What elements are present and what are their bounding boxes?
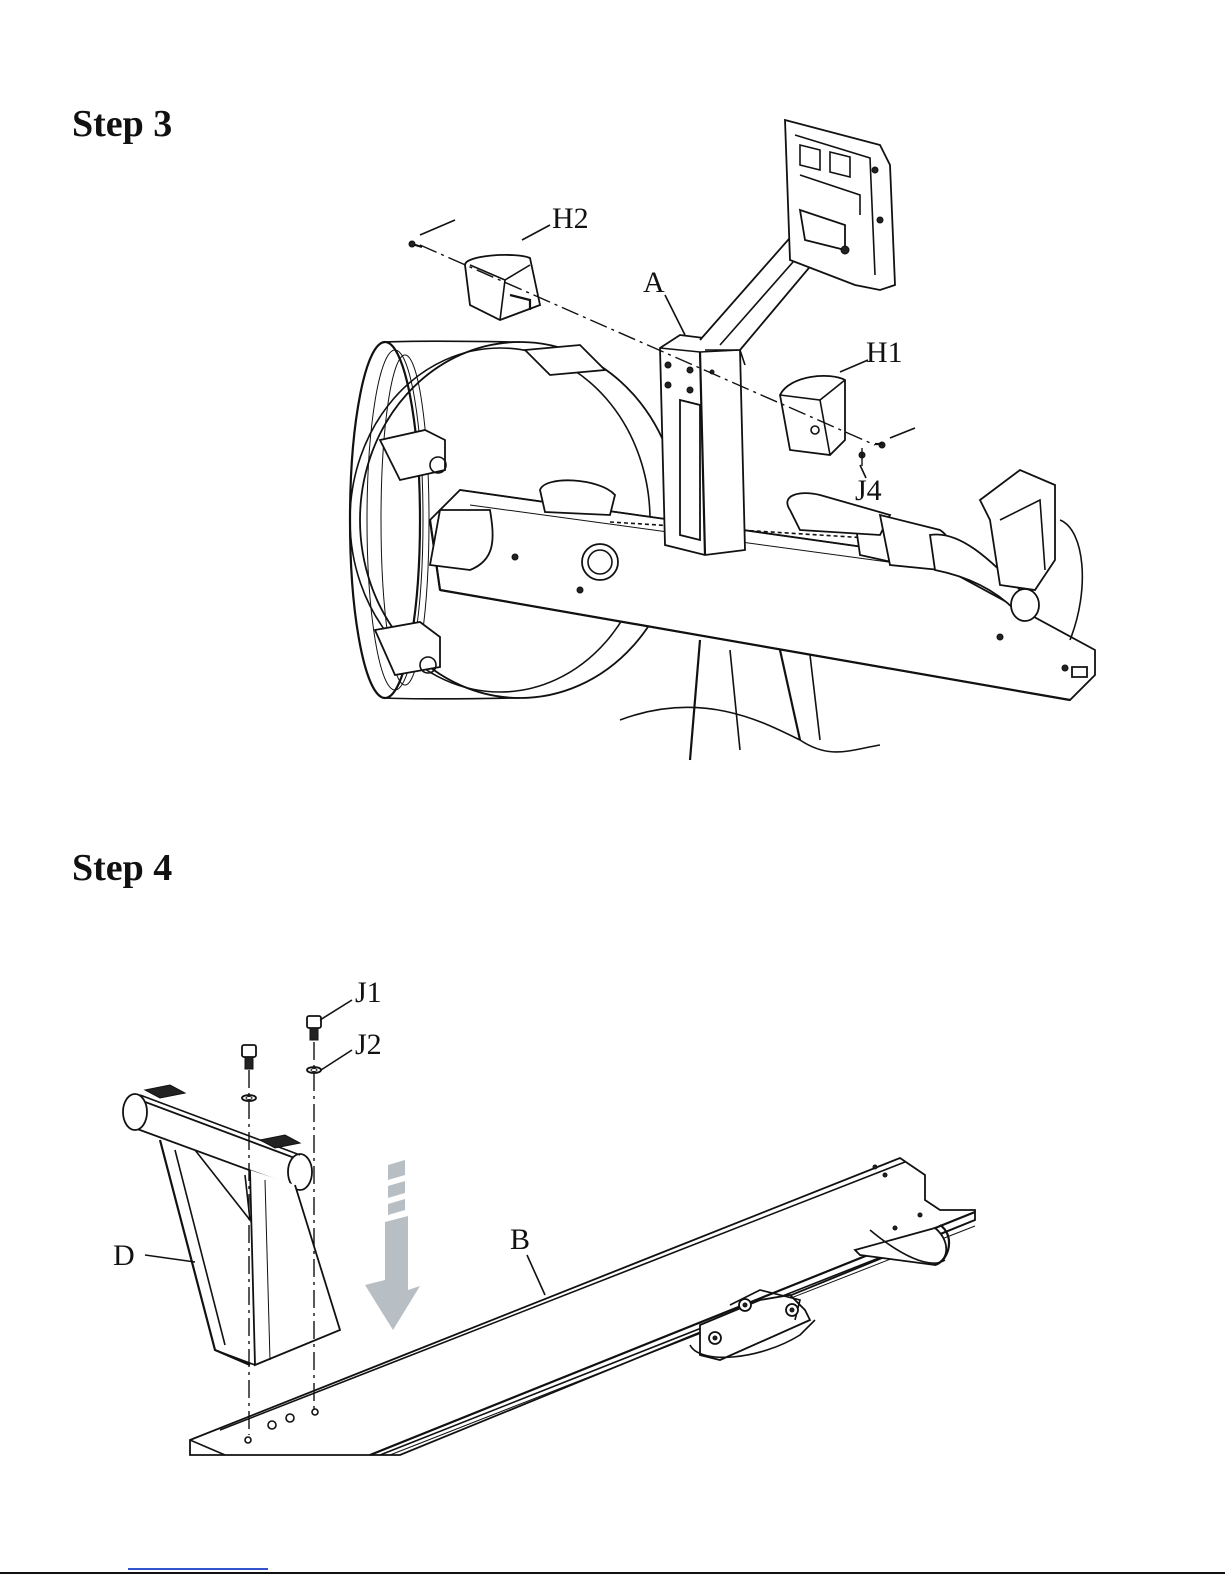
leader-b [527,1255,545,1295]
label-j1: J1 [355,976,382,1009]
rear-leg-d [123,1085,340,1365]
leader-d [145,1255,195,1262]
leader-j2 [321,1050,352,1070]
leader-j1 [320,1000,352,1020]
footer-rule [0,1572,1225,1574]
label-d: D [113,1239,135,1272]
label-b: B [510,1223,530,1256]
footer-link-underline[interactable] [128,1568,268,1570]
label-j2: J2 [355,1028,382,1061]
down-arrow-icon [365,1160,420,1330]
